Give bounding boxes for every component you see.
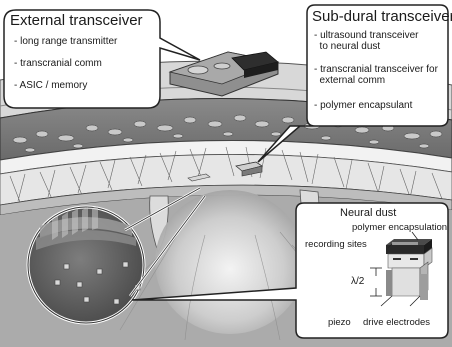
subdural-transceiver-title: Sub-dural transceiver <box>312 8 452 25</box>
piezo-label: piezo <box>328 318 351 329</box>
subdural-item-1-line-2: to neural dust <box>314 41 380 53</box>
subdural-item-2-line-2: external comm <box>314 75 385 87</box>
external-item-1: - long range transmitter <box>14 36 117 48</box>
external-item-2: - transcranial comm <box>14 58 102 70</box>
ultrasound-field <box>155 190 305 334</box>
recording-sites-label: recording sites <box>305 240 367 251</box>
external-transceiver-title: External transceiver <box>10 12 143 29</box>
drive-electrodes-label: drive electrodes <box>363 318 430 329</box>
subdural-item-3: - polymer encapsulant <box>314 100 412 112</box>
lambda-half-label: λ/2 <box>351 276 364 288</box>
polymer-encapsulation-label: polymer encapsulation <box>352 223 447 234</box>
external-item-3: - ASIC / memory <box>14 80 87 92</box>
subdural-item-1-line-1: - ultrasound transceiver <box>314 30 419 42</box>
neural-dust-title: Neural dust <box>340 207 396 220</box>
subdural-item-2-line-1: - transcranial transceiver for <box>314 64 438 76</box>
